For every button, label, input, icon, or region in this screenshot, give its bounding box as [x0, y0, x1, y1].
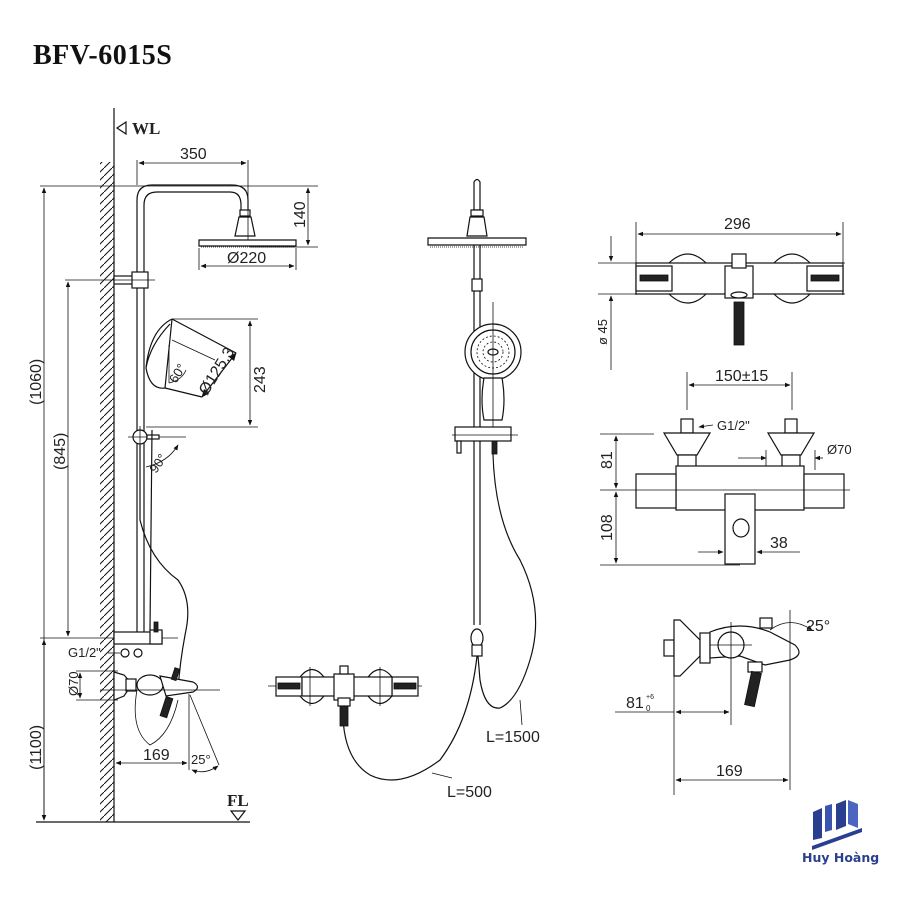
dim-arm-reach: 350: [180, 146, 207, 163]
dim-escutcheon-diameter: Ø70: [66, 671, 81, 696]
dim-side-projection: 169: [716, 763, 743, 780]
dim-total-height: (1060): [28, 359, 45, 405]
dim-side-offset-upper-tolerance: +6: [646, 694, 654, 701]
dim-spout-angle: 25°: [191, 752, 211, 767]
rain-shower-head: [198, 239, 297, 247]
dim-side-angle: 25°: [806, 618, 830, 635]
front-mixer: [268, 665, 422, 727]
wall-level-label: WL: [132, 119, 160, 138]
dim-inlet-thread: G1/2": [68, 645, 101, 660]
dim-spout-projection: 169: [143, 747, 170, 764]
dim-mixer-height: (1100): [28, 725, 45, 770]
logo-text: Huy Hoàng: [802, 850, 880, 865]
dim-side-offset-lower-tolerance: 0: [646, 704, 651, 713]
hose-short: [342, 655, 478, 781]
mixer-side-view: 25° 81 +6 0 169: [615, 610, 830, 795]
dim-mixer-width: 296: [724, 216, 751, 233]
side-view: WL FL 350 140 Ø220 (1060): [28, 108, 318, 823]
dim-slide-height: (845): [52, 433, 69, 470]
mixer-top-view: 296 ø 45: [595, 216, 845, 370]
wall-level-marker-icon: [115, 120, 127, 136]
front-rain-shower-head: [427, 237, 527, 246]
dim-inlet-centers: 150±15: [715, 368, 768, 385]
mixer-front-view: 150±15 G1/2" Ø70 81 108 38: [599, 368, 852, 566]
dim-side-offset: 81: [626, 695, 644, 712]
dim-head-drop: 140: [292, 201, 309, 228]
dim-upper-height: 81: [599, 451, 616, 469]
dim-holder-angle: 90°: [146, 451, 170, 476]
dim-spout-width: 38: [770, 535, 788, 552]
hose-short-label: L=500: [447, 784, 492, 801]
front-view: L=1500 L=500: [268, 178, 540, 801]
wall-hatching: [100, 162, 114, 822]
dim-mixer-escutcheon: Ø70: [827, 442, 852, 457]
dim-head-diameter: Ø220: [227, 250, 266, 267]
hose-long: [477, 453, 537, 709]
dim-lower-height: 108: [599, 514, 616, 541]
page-title: BFV-6015S: [33, 40, 173, 71]
dim-mixer-inlet-thread: G1/2": [717, 418, 750, 433]
hose-long-label: L=1500: [486, 729, 540, 746]
huy-hoang-logo-icon: [812, 800, 862, 850]
logo: Huy Hoàng: [802, 800, 879, 865]
floor-level-marker-icon: [229, 810, 247, 821]
dim-handshower-height: 243: [252, 366, 269, 393]
dim-handshower-diameter: Ø125.3: [196, 345, 238, 399]
floor-level-label: FL: [227, 791, 249, 810]
dim-body-diameter: ø 45: [595, 319, 610, 345]
